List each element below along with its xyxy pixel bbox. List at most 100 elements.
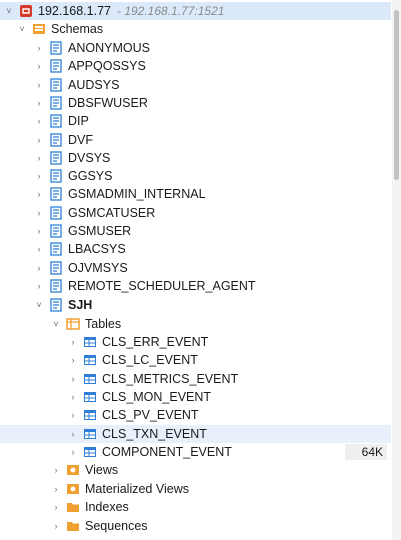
table-label: CLS_TXN_EVENT [102, 426, 207, 441]
table-node[interactable]: ›CLS_LC_EVENT [0, 351, 391, 369]
collapse-chevron-icon[interactable]: ˅ [6, 6, 12, 16]
expand-chevron-icon[interactable]: › [54, 521, 58, 531]
views-label: Views [85, 463, 119, 477]
schema-label: GSMADMIN_INTERNAL [68, 187, 206, 202]
expand-chevron-icon[interactable]: › [37, 134, 41, 145]
vertical-scrollbar[interactable] [392, 0, 401, 540]
expand-chevron-icon[interactable]: › [71, 428, 75, 439]
expand-chevron-icon[interactable]: › [54, 484, 58, 494]
expand-chevron-icon[interactable]: › [37, 79, 41, 90]
views-folder-node[interactable]: › Views [0, 461, 391, 479]
expand-chevron-icon[interactable]: › [37, 262, 41, 273]
table-node[interactable]: › CLS_ERR_EVENT [0, 333, 391, 351]
schema-label: GSMCATUSER [68, 205, 156, 220]
sequences-folder-icon [66, 519, 80, 533]
schema-node[interactable]: › GSMADMIN_INTERNAL [0, 185, 391, 203]
schema-node[interactable]: › GSMUSER [0, 222, 391, 240]
schema-node[interactable]: › GSMCATUSER [0, 204, 391, 222]
table-node[interactable]: › CLS_PV_EVENT [0, 406, 391, 424]
schema-node[interactable]: ›ANONYMOUS [0, 39, 391, 57]
expand-chevron-icon[interactable]: › [71, 410, 75, 421]
expand-chevron-icon[interactable]: › [37, 152, 41, 163]
expand-chevron-icon[interactable]: › [54, 465, 58, 475]
expand-chevron-icon[interactable]: › [37, 207, 41, 218]
schema-icon [49, 260, 63, 275]
expand-chevron-icon[interactable]: › [71, 355, 75, 366]
collapse-chevron-icon[interactable]: ˅ [19, 24, 25, 34]
schema-node[interactable]: ›GGSYS [0, 167, 391, 185]
schema-node[interactable]: › REMOTE_SCHEDULER_AGENT [0, 277, 391, 295]
schema-icon [49, 77, 63, 92]
schema-icon [49, 206, 63, 220]
table-label: CLS_MON_EVENT [102, 389, 212, 404]
schema-node[interactable]: ›APPQOSSYS [0, 57, 391, 75]
expand-chevron-icon[interactable]: › [37, 189, 41, 200]
schemas-label: Schemas [51, 22, 104, 36]
schema-node[interactable]: › DVSYS [0, 149, 391, 167]
schema-label: AUDSYS [68, 77, 120, 92]
schema-node[interactable]: › DVF [0, 131, 391, 149]
table-icon [83, 353, 97, 367]
schema-node[interactable]: › DIP [0, 112, 391, 130]
table-label: CLS_PV_EVENT [102, 408, 199, 423]
expand-chevron-icon[interactable]: › [37, 116, 41, 127]
collapse-chevron-icon[interactable]: ˅ [36, 300, 42, 310]
schemas-node[interactable]: ˅ Schemas [0, 20, 391, 38]
schema-icon [49, 187, 63, 202]
connection-node[interactable]: ˅ 192.168.1.77 - 192.168.1.77:1521 [0, 2, 391, 20]
tables-label: Tables [85, 317, 122, 331]
expand-chevron-icon[interactable]: › [37, 226, 41, 236]
expand-chevron-icon[interactable]: › [71, 337, 75, 347]
collapse-chevron-icon[interactable]: ˅ [53, 319, 59, 329]
materialized-views-folder-node[interactable]: › Materialized Views [0, 480, 391, 498]
expand-chevron-icon[interactable]: › [54, 502, 58, 512]
materialized-views-folder-icon [66, 482, 80, 496]
schema-label: SJH [68, 298, 93, 312]
db-connection-icon [19, 4, 33, 18]
schema-icon [49, 279, 63, 293]
schema-node[interactable]: › LBACSYS [0, 240, 391, 258]
schema-icon [49, 298, 63, 312]
database-navigator-tree[interactable]: ˅ 192.168.1.77 - 192.168.1.77:1521 ˅ Sch… [0, 0, 391, 540]
expand-chevron-icon[interactable]: › [37, 61, 41, 72]
expand-chevron-icon[interactable]: › [71, 373, 75, 384]
scrollbar-thumb[interactable] [394, 10, 399, 180]
schema-label: LBACSYS [68, 242, 126, 257]
schema-node[interactable]: › AUDSYS [0, 76, 391, 94]
schema-label: DVF [68, 132, 93, 147]
schema-node[interactable]: ›DBSFWUSER [0, 94, 391, 112]
table-icon [83, 390, 97, 404]
expand-chevron-icon[interactable]: › [71, 391, 75, 402]
schema-label: GSMUSER [68, 224, 132, 238]
schema-icon [49, 114, 63, 128]
schema-label: REMOTE_SCHEDULER_AGENT [68, 278, 256, 293]
tables-folder-icon [66, 317, 80, 331]
schema-icon [49, 242, 63, 256]
table-node[interactable]: › CLS_TXN_EVENT [0, 424, 391, 443]
expand-chevron-icon[interactable]: › [37, 171, 41, 182]
expand-chevron-icon[interactable]: › [37, 43, 41, 53]
materialized-views-label: Materialized Views [85, 482, 189, 496]
table-icon [83, 445, 97, 459]
table-icon [83, 408, 97, 422]
sequences-folder-node[interactable]: › Sequences [0, 517, 391, 535]
schema-label: DIP [68, 114, 89, 129]
indexes-label: Indexes [85, 500, 129, 514]
expand-chevron-icon[interactable]: › [37, 280, 41, 291]
expand-chevron-icon[interactable]: › [71, 446, 75, 457]
table-label: CLS_ERR_EVENT [102, 335, 209, 349]
table-node[interactable]: › CLS_MON_EVENT [0, 388, 391, 406]
schema-node-sjh[interactable]: ˅ SJH [0, 296, 391, 314]
views-folder-icon [66, 463, 80, 477]
table-label: CLS_METRICS_EVENT [102, 371, 239, 386]
table-node[interactable]: › CLS_METRICS_EVENT [0, 370, 391, 388]
schema-icon [49, 224, 63, 238]
schema-node[interactable]: ›OJVMSYS [0, 259, 391, 277]
expand-chevron-icon[interactable]: › [37, 97, 41, 108]
schema-label: DVSYS [68, 150, 111, 165]
tables-folder-node[interactable]: ˅ Tables [0, 315, 391, 333]
indexes-folder-node[interactable]: › Indexes [0, 498, 391, 516]
expand-chevron-icon[interactable]: › [37, 244, 41, 255]
schema-icon [49, 151, 63, 165]
